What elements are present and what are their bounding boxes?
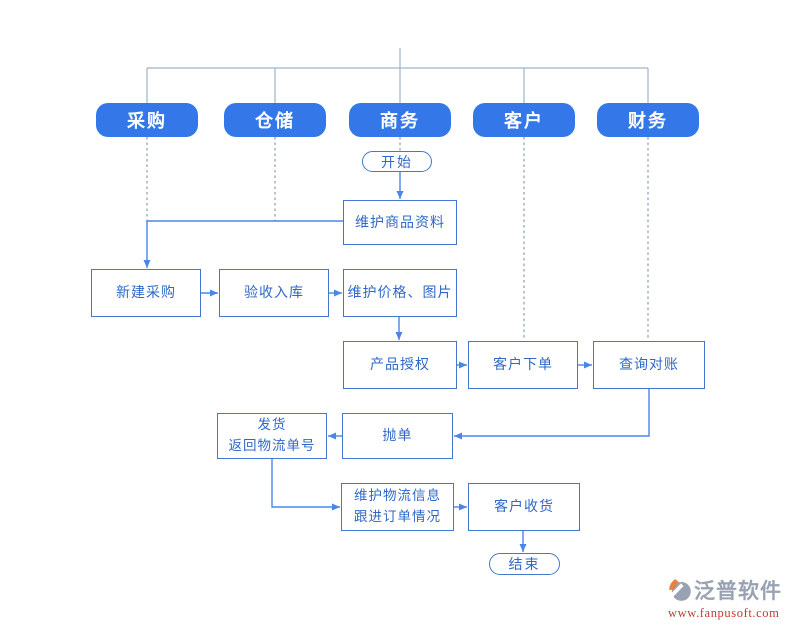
arrow-ship-to-logistics [271, 459, 340, 511]
node-ship-return-tracking: 发货 返回物流单号 [217, 413, 327, 459]
node-create-purchase: 新建采购 [91, 269, 201, 317]
node-product-authorization: 产品授权 [343, 341, 457, 389]
node-line: 跟进订单情况 [354, 509, 441, 524]
lane-header-procurement: 采购 [96, 103, 198, 137]
brand-watermark: 泛普软件 www.fanpusoft.com [668, 575, 806, 621]
lane-header-warehouse: 仓储 [224, 103, 326, 137]
lane-tree-connector [146, 48, 649, 103]
fanpu-logo-icon [668, 578, 691, 601]
lane-header-business: 商务 [349, 103, 451, 137]
lane-dashed-lines [146, 137, 649, 340]
arrow-maintain-product-to-new-purchase [143, 220, 343, 268]
node-line: 发货 [257, 417, 287, 433]
arrow-query-reconcile-to-throw-order [454, 389, 650, 440]
lane-header-finance: 财务 [597, 103, 699, 137]
node-line: 返回物流单号 [228, 438, 316, 453]
node-customer-place-order: 客户下单 [468, 341, 578, 389]
node-push-order: 抛单 [342, 413, 453, 459]
lane-header-customer: 客户 [473, 103, 575, 137]
node-maintain-logistics-follow-order: 维护物流信息 跟进订单情况 [341, 483, 454, 531]
node-line: 维护物流信息 [354, 488, 441, 504]
node-customer-receive-goods: 客户收货 [468, 483, 580, 531]
node-maintain-price-images: 维护价格、图片 [343, 269, 457, 317]
brand-url-link[interactable]: www.fanpusoft.com [668, 606, 780, 620]
brand-name: 泛普软件 [694, 580, 782, 603]
start-terminal: 开始 [362, 151, 432, 172]
node-receive-into-stock: 验收入库 [219, 269, 329, 317]
node-maintain-product-info: 维护商品资料 [343, 200, 457, 245]
end-terminal: 结束 [489, 553, 560, 575]
node-query-reconciliation: 查询对账 [593, 341, 705, 389]
